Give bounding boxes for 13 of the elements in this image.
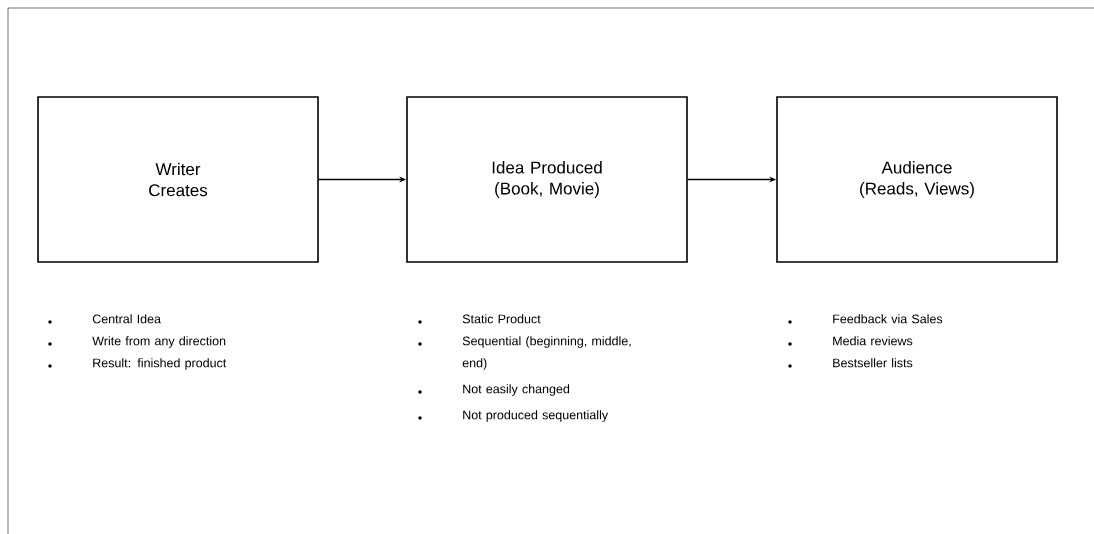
process-box: Audience (Reads, Views)	[776, 96, 1058, 263]
bullet-text: Central Idea	[92, 314, 161, 324]
bullet-text: Media reviews	[833, 336, 913, 346]
bullet-text: Not easily changed	[463, 384, 570, 396]
process-box: Idea Produced (Book, Movie)	[406, 96, 688, 263]
bullet-text: Static Product	[462, 314, 541, 324]
bullet-text: Write from any direction	[92, 336, 226, 348]
bullet-text: Not produced sequentially	[463, 410, 609, 422]
bullet-text: Result: finished product	[93, 358, 227, 370]
bullet-text: Bestseller lists	[833, 358, 913, 368]
process-box: Writer Creates	[37, 96, 319, 263]
bullet-text: Feedback via Sales	[833, 314, 943, 324]
bullet-text: Sequential (beginning, middle, end)	[462, 336, 631, 370]
